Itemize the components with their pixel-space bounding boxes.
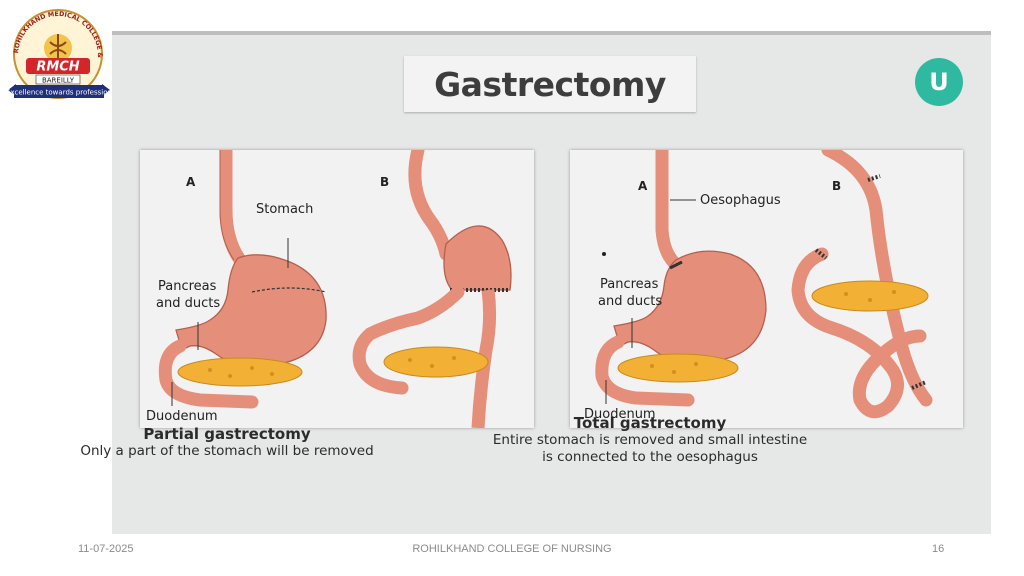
partial-caption-subtitle: Only a part of the stomach will be remov… [80,443,374,459]
right-label-pancreas-1: Pancreas [600,277,659,292]
total-caption-line-2: is connected to the oesophagus [542,449,758,465]
footer-institution: ROHILKHAND COLLEGE OF NURSING [412,543,612,555]
brand-icon: U [915,58,963,106]
right-label-oesophagus: Oesophagus [700,193,781,208]
stray-dot [602,252,606,256]
left-label-a: A [186,175,196,189]
footer-date: 11-07-2025 [78,543,134,555]
right-label-duodenum: Duodenum [584,407,656,422]
logo-mark: RMCH [36,60,79,75]
right-label-pancreas-2: and ducts [598,294,662,309]
total-gastrectomy-caption: Total gastrectomy Entire stomach is remo… [470,414,830,466]
left-label-duodenum: Duodenum [146,409,218,424]
left-label-pancreas-2: and ducts [156,296,220,311]
partial-caption-title: Partial gastrectomy [143,425,311,443]
total-gastrectomy-panel: A B Oesophagus Pancreas and ducts Duoden… [570,150,963,428]
slide-title: Gastrectomy [404,56,696,112]
footer-page-number: 16 [932,543,945,555]
total-caption-title: Total gastrectomy [573,414,727,432]
partial-gastrectomy-caption: Partial gastrectomy Only a part of the s… [52,425,402,460]
right-label-b: B [832,179,841,193]
left-label-pancreas-1: Pancreas [158,279,217,294]
total-caption-line-1: Entire stomach is removed and small inte… [492,432,808,448]
logo-city: BAREILLY [42,77,75,85]
partial-gastrectomy-panel: A B Stomach Pancreas and ducts Duodenum [140,150,534,428]
left-label-stomach: Stomach [256,202,313,217]
left-label-b: B [380,175,389,189]
college-logo: ROHILKHAND MEDICAL COLLEGE & HOSPITAL RM… [3,0,112,104]
slide-image: Gastrectomy U A [112,31,991,534]
image-top-strip [112,31,991,35]
logo-tagline: Excellence towards profession [6,89,112,97]
right-label-a: A [638,179,648,193]
